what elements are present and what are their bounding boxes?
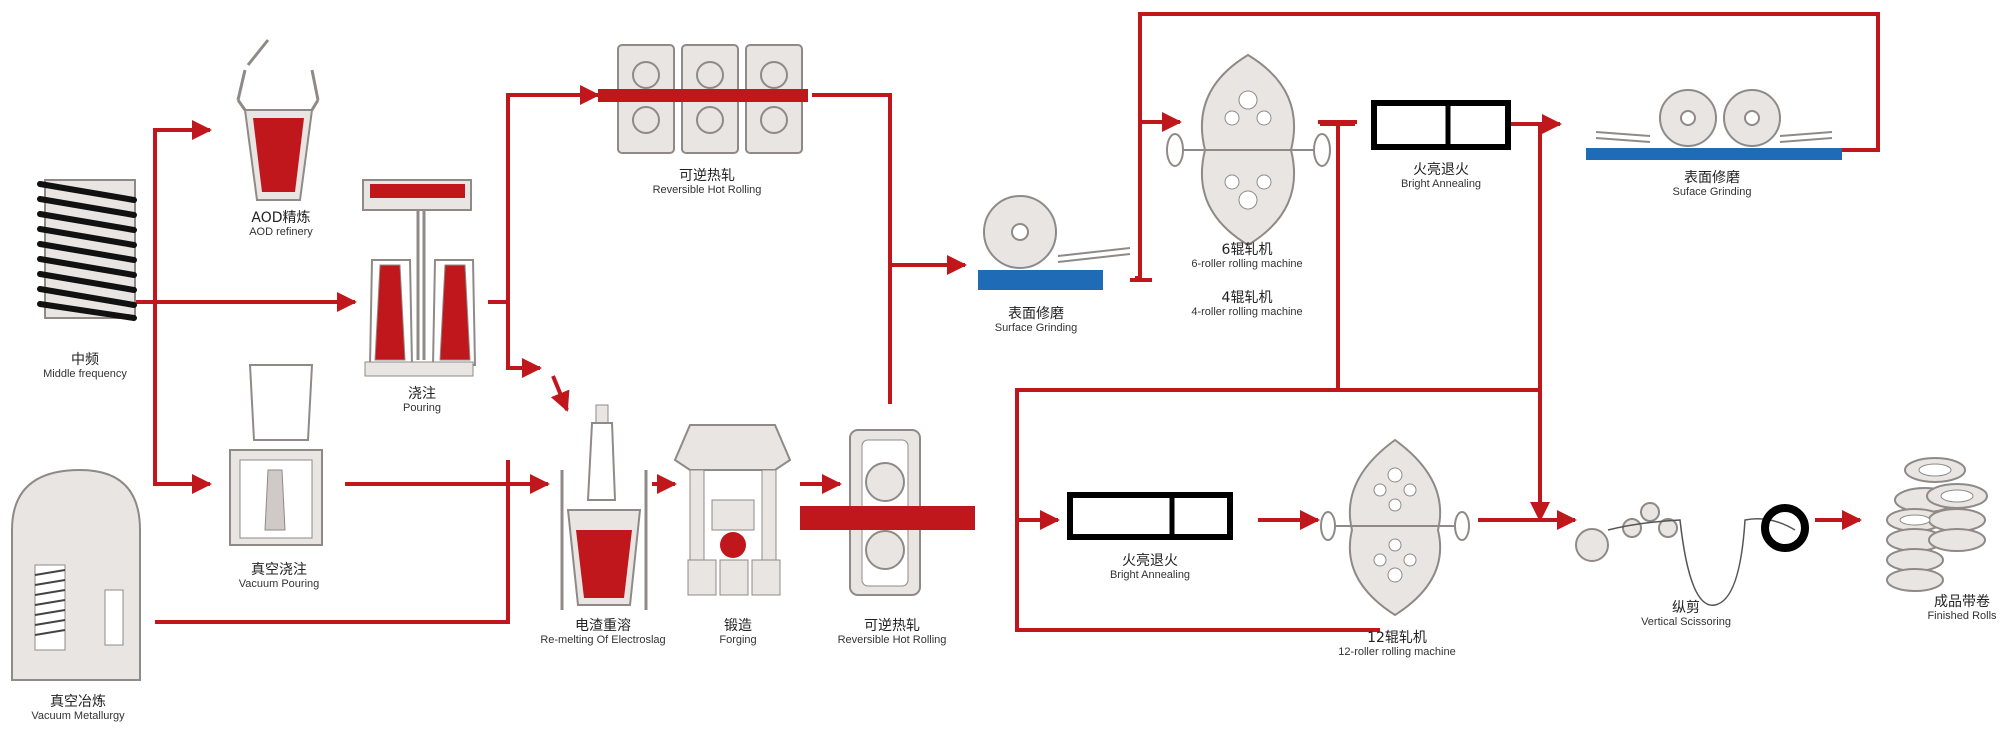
label-en: Vacuum Pouring bbox=[238, 578, 320, 591]
label-zh: 电渣重溶 bbox=[574, 618, 631, 634]
label-zh: 火亮退火 bbox=[1413, 162, 1469, 178]
label-middle-frequency: 中频 Middle frequency bbox=[43, 352, 127, 381]
label-zh: 成品带卷 bbox=[1934, 594, 1990, 610]
flow-mf-to-vacuum-pouring bbox=[153, 302, 212, 494]
twelve-roller-mill bbox=[1320, 438, 1470, 617]
hot-rolling-mill-top bbox=[598, 44, 808, 154]
label-remelting: 电渣重溶 Re-melting Of Electroslag bbox=[540, 618, 665, 647]
label-en: Forging bbox=[719, 634, 757, 647]
surface-grinder-1 bbox=[978, 195, 1131, 290]
label-zh: 浇注 bbox=[407, 386, 436, 402]
label-zh: 中频 bbox=[71, 352, 99, 368]
middle-frequency-furnace bbox=[37, 179, 137, 321]
label-four-roller: 4辊轧机 4-roller rolling machine bbox=[1191, 290, 1302, 319]
flow-mid-loop bbox=[1015, 124, 1542, 632]
label-zh: 真空冶炼 bbox=[50, 694, 106, 710]
flow-pour-to-remelt bbox=[506, 302, 542, 378]
label-zh: AOD精炼 bbox=[251, 210, 311, 226]
label-en: Surface Grinding bbox=[994, 322, 1078, 335]
label-zh: 6辊轧机 bbox=[1221, 242, 1273, 258]
label-twelve-roller: 12辊轧机 12-roller rolling machine bbox=[1338, 630, 1455, 659]
bright-annealing-furnace-top bbox=[1371, 100, 1511, 150]
label-surface-grinding-1: 表面修磨 Surface Grinding bbox=[995, 306, 1078, 335]
label-six-roller: 6辊轧机 6-roller rolling machine bbox=[1191, 242, 1302, 271]
label-bright-annealing-top: 火亮退火 Bright Annealing bbox=[1401, 162, 1481, 191]
label-en: Reversible Hot Rolling bbox=[652, 184, 762, 197]
label-reversible-hot-rolling-top: 可逆热轧 Reversible Hot Rolling bbox=[653, 168, 762, 197]
label-en: Bright Annealing bbox=[1109, 569, 1191, 582]
label-reversible-hot-rolling-bottom: 可逆热轧 Reversible Hot Rolling bbox=[838, 618, 947, 647]
vacuum-pouring-chamber bbox=[229, 364, 323, 546]
flow-pour-diag bbox=[550, 375, 570, 412]
label-en: 4-roller rolling machine bbox=[1191, 306, 1303, 319]
label-finished-rolls: 成品带卷 Finished Rolls bbox=[1927, 594, 1996, 623]
electroslag-remelting bbox=[560, 404, 648, 610]
label-en: Middle frequency bbox=[43, 368, 127, 381]
label-surface-grinding-2: 表面修磨 Suface Grinding bbox=[1673, 170, 1752, 199]
label-zh: 真空浇注 bbox=[250, 562, 307, 578]
flow-mf-to-aod bbox=[135, 120, 212, 304]
vacuum-metallurgy-furnace bbox=[11, 468, 141, 681]
label-vacuum-pouring: 真空浇注 Vacuum Pouring bbox=[239, 562, 320, 591]
label-zh: 火亮退火 bbox=[1122, 553, 1178, 569]
label-aod-refinery: AOD精炼 AOD refinery bbox=[249, 210, 313, 239]
hot-rolling-mill-bottom bbox=[800, 429, 975, 596]
label-en: Suface Grinding bbox=[1672, 186, 1752, 199]
flow-vm-to-remelt bbox=[155, 460, 510, 624]
flow-pour-to-hot-rolling bbox=[488, 85, 600, 304]
six-roller-mill bbox=[1166, 53, 1331, 247]
label-vacuum-metallurgy: 真空冶炼 Vacuum Metallurgy bbox=[31, 694, 124, 723]
label-zh: 锻造 bbox=[723, 618, 752, 634]
label-en: Vacuum Metallurgy bbox=[31, 710, 125, 723]
flow-hotroll-bottom-up bbox=[888, 255, 967, 404]
label-zh: 表面修磨 bbox=[1007, 306, 1064, 322]
label-zh: 表面修磨 bbox=[1683, 170, 1740, 186]
label-zh: 12辊轧机 bbox=[1367, 630, 1427, 646]
label-zh: 4辊轧机 bbox=[1221, 290, 1273, 306]
label-pouring: 浇注 Pouring bbox=[403, 386, 441, 415]
flow-top-loop bbox=[1138, 12, 1880, 152]
slitting-line bbox=[1575, 502, 1809, 606]
aod-ladle bbox=[236, 39, 320, 201]
label-en: AOD refinery bbox=[249, 226, 313, 239]
forging-press bbox=[673, 424, 792, 596]
label-en: Re-melting Of Electroslag bbox=[540, 634, 666, 647]
label-vertical-scissoring: 纵剪 Vertical Scissoring bbox=[1641, 600, 1731, 629]
flow-lines bbox=[135, 12, 1880, 632]
surface-grinder-2 bbox=[1586, 89, 1842, 160]
finished-rolls bbox=[1886, 457, 1988, 592]
bright-annealing-furnace-bottom bbox=[1067, 492, 1233, 540]
label-en: Vertical Scissoring bbox=[1641, 616, 1731, 629]
label-zh: 纵剪 bbox=[1672, 600, 1700, 616]
label-forging: 锻造 Forging bbox=[719, 618, 756, 647]
label-en: 6-roller rolling machine bbox=[1191, 258, 1303, 271]
label-en: 12-roller rolling machine bbox=[1338, 646, 1456, 659]
pouring-equipment bbox=[362, 179, 477, 377]
label-bright-annealing-bottom: 火亮退火 Bright Annealing bbox=[1110, 553, 1190, 582]
label-en: Bright Annealing bbox=[1400, 178, 1482, 191]
label-en: Pouring bbox=[403, 402, 441, 415]
flow-hotroll-top-to-grind bbox=[812, 93, 892, 265]
label-zh: 可逆热轧 bbox=[678, 168, 735, 184]
label-en: Finished Rolls bbox=[1927, 610, 1997, 623]
label-zh: 可逆热轧 bbox=[863, 618, 920, 634]
label-en: Reversible Hot Rolling bbox=[837, 634, 947, 647]
